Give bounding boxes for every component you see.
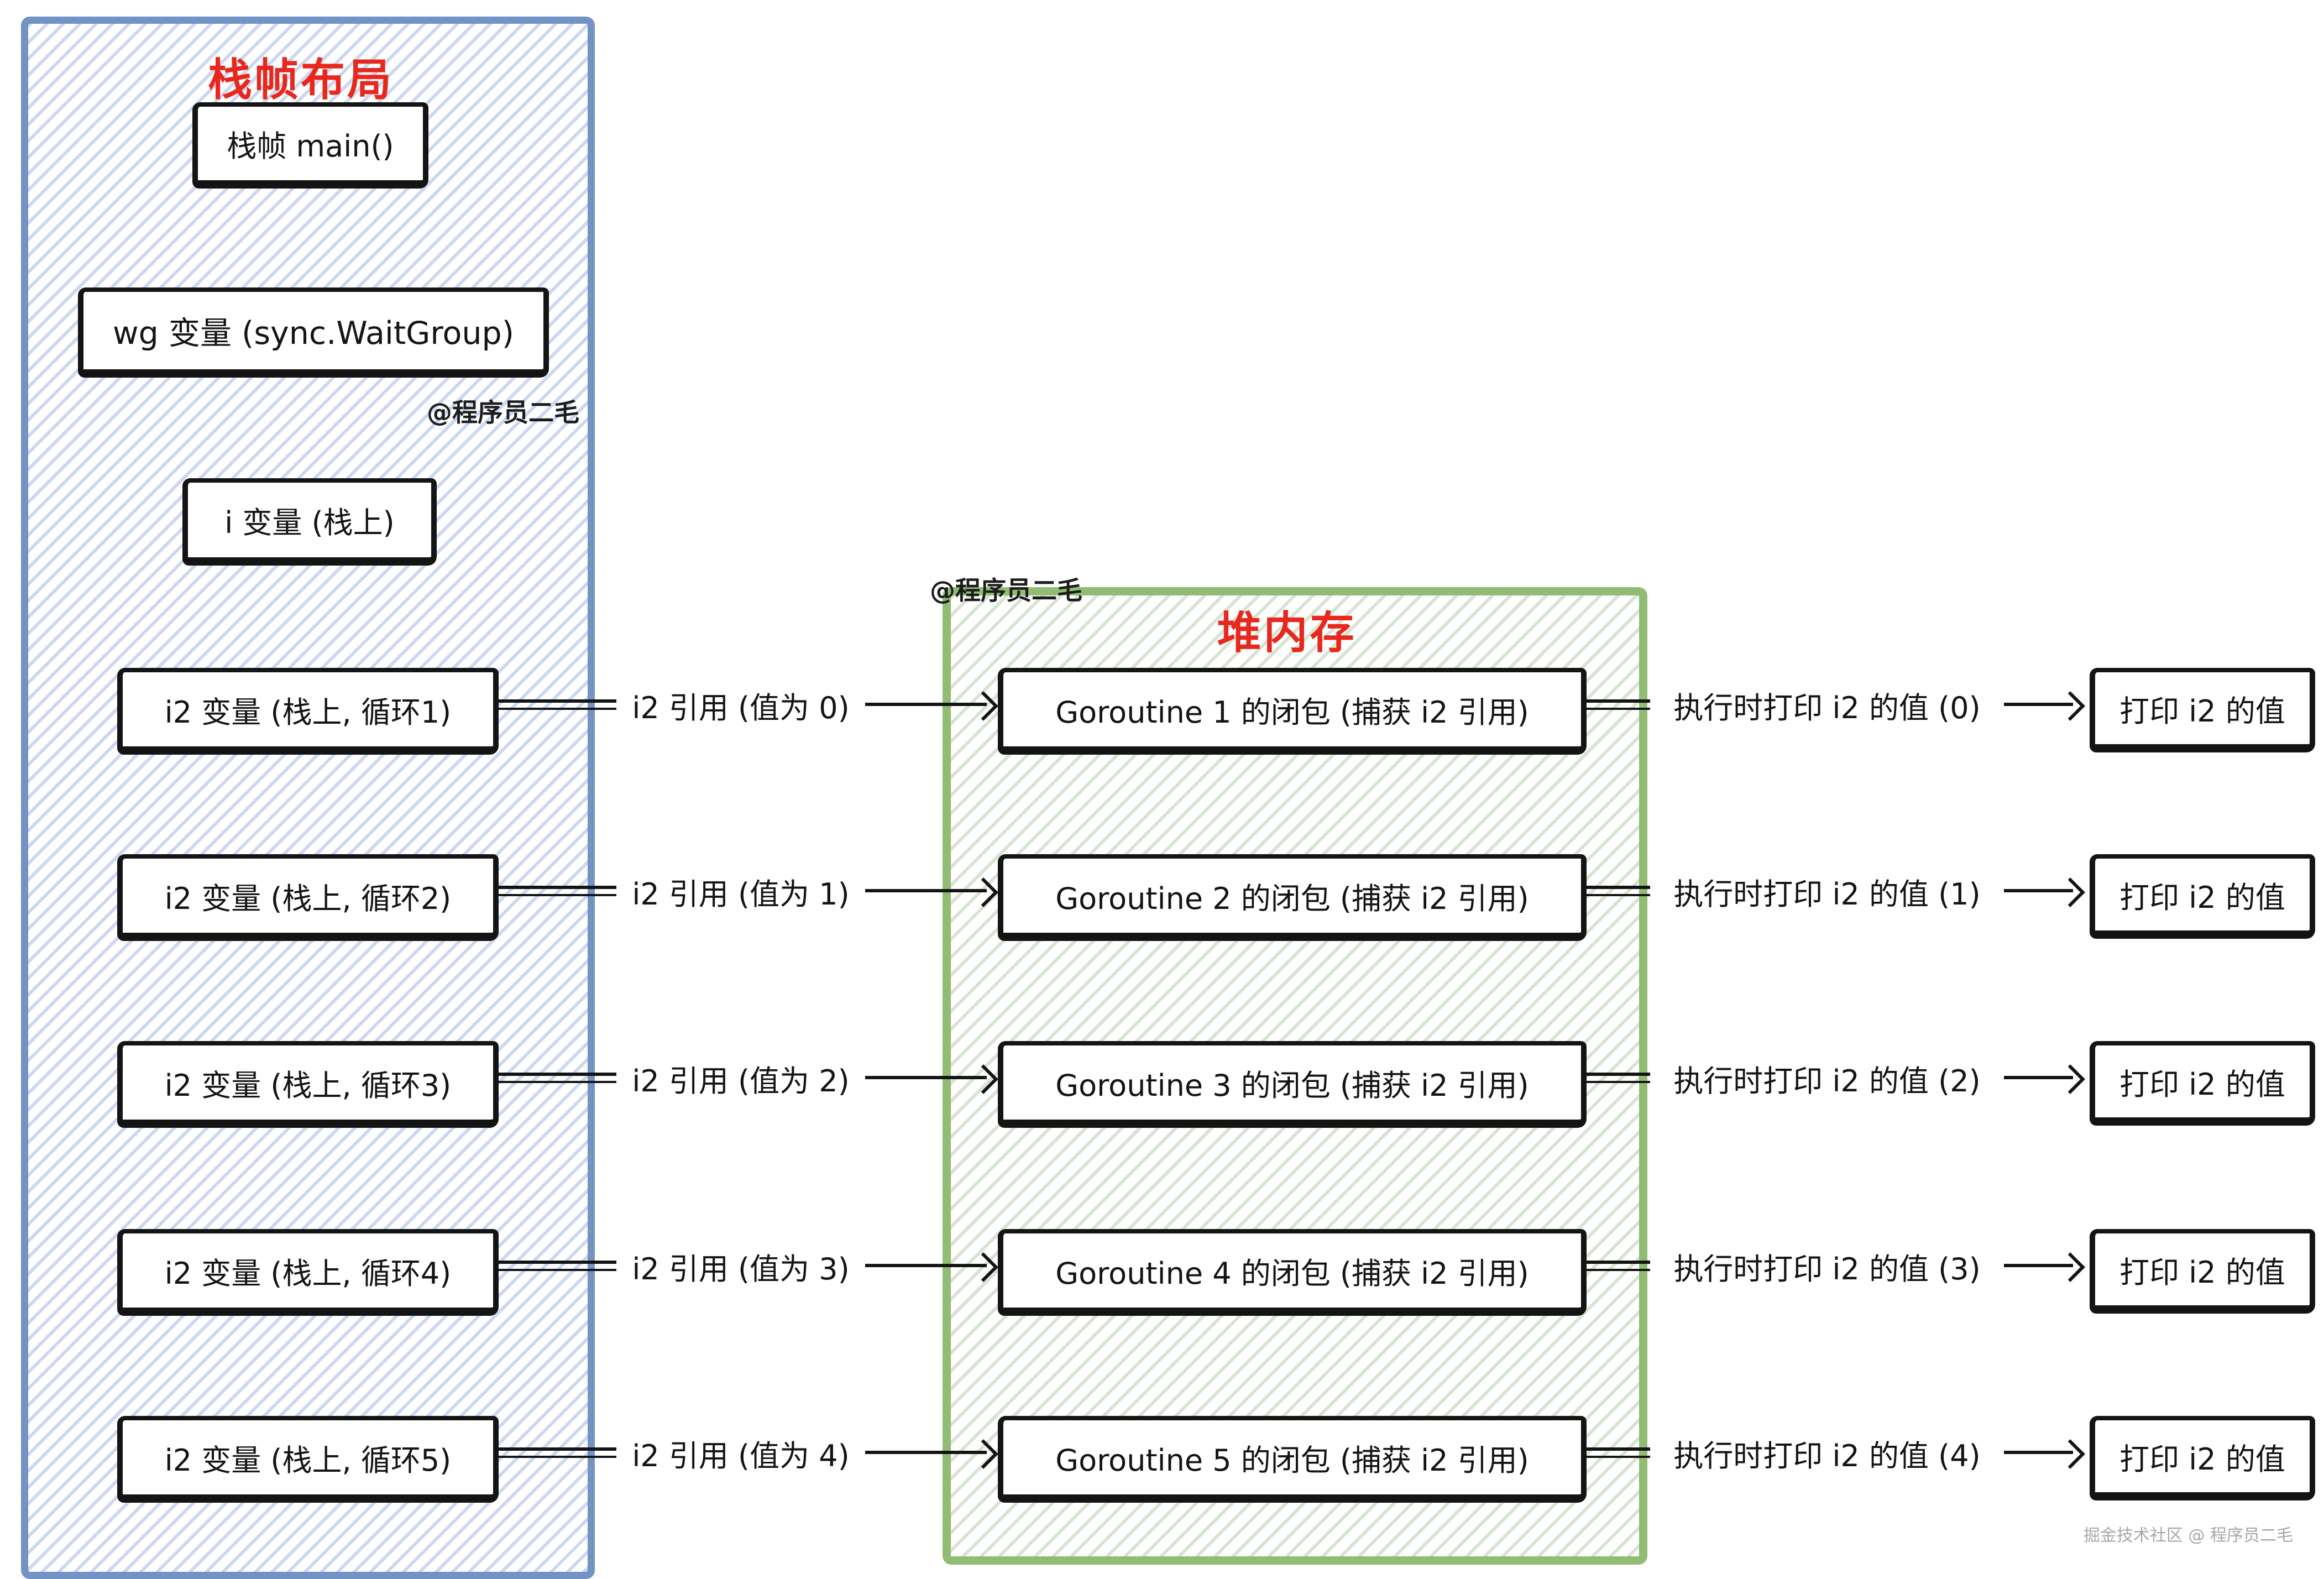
arrow-line xyxy=(489,1447,616,1458)
exec-arrow-label: 执行时打印 i2 的值 (0) xyxy=(1673,690,1981,725)
flow-row: i2 变量 (栈上, 循环1) i2 引用 (值为 0) Goroutine 1… xyxy=(0,668,2324,755)
arrow-line xyxy=(1577,1447,1650,1458)
arrowhead-icon xyxy=(969,1064,998,1094)
arrow-line xyxy=(865,703,987,706)
arrow-line xyxy=(2004,1451,2073,1454)
watermark-text: @程序员二毛 xyxy=(427,398,579,427)
footer-credit: 掘金技术社区 @ 程序员二毛 xyxy=(2083,1526,2293,1545)
exec-arrow-label: 执行时打印 i2 的值 (3) xyxy=(1673,1251,1981,1287)
arrowhead-icon xyxy=(2055,1252,2085,1282)
arrow-line xyxy=(1577,1073,1650,1083)
arrowhead-icon xyxy=(2055,691,2085,721)
ref-arrow-label: i2 引用 (值为 0) xyxy=(632,690,850,725)
arrow-line xyxy=(1577,1261,1650,1271)
goroutine-closure-box: Goroutine 3 的闭包 (捕获 i2 引用) xyxy=(998,1041,1587,1128)
goroutine-closure-box: Goroutine 5 的闭包 (捕获 i2 引用) xyxy=(998,1416,1587,1503)
goroutine-closure-box: Goroutine 2 的闭包 (捕获 i2 引用) xyxy=(998,854,1587,941)
flow-row: i2 变量 (栈上, 循环5) i2 引用 (值为 4) Goroutine 5… xyxy=(0,1416,2324,1503)
arrow-line xyxy=(2004,889,2073,892)
stack-i2-box: i2 变量 (栈上, 循环3) xyxy=(117,1041,499,1128)
arrowhead-icon xyxy=(2055,1439,2085,1469)
stack-i2-box: i2 变量 (栈上, 循环5) xyxy=(117,1416,499,1503)
flow-row: i2 变量 (栈上, 循环3) i2 引用 (值为 2) Goroutine 3… xyxy=(0,1041,2324,1128)
arrow-line xyxy=(2004,1264,2073,1267)
arrowhead-icon xyxy=(969,1252,998,1282)
watermark-text: @程序员二毛 xyxy=(930,576,1082,605)
goroutine-closure-box: Goroutine 1 的闭包 (捕获 i2 引用) xyxy=(998,668,1587,755)
print-box: 打印 i2 的值 xyxy=(2090,1416,2315,1500)
print-box: 打印 i2 的值 xyxy=(2090,668,2315,752)
flow-row: i2 变量 (栈上, 循环2) i2 引用 (值为 1) Goroutine 2… xyxy=(0,854,2324,941)
arrow-line xyxy=(2004,1076,2073,1079)
ref-arrow-label: i2 引用 (值为 4) xyxy=(632,1438,850,1473)
arrow-line xyxy=(489,1261,616,1271)
exec-arrow-label: 执行时打印 i2 的值 (1) xyxy=(1673,876,1981,912)
exec-arrow-label: 执行时打印 i2 的值 (2) xyxy=(1673,1063,1981,1099)
arrow-line xyxy=(489,886,616,896)
print-box: 打印 i2 的值 xyxy=(2090,854,2315,939)
arrow-line xyxy=(1577,886,1650,896)
arrow-line xyxy=(489,1073,616,1083)
arrow-line xyxy=(865,1451,987,1454)
stack-main-box: 栈帧 main() xyxy=(192,102,428,189)
arrow-line xyxy=(1577,699,1650,710)
print-box: 打印 i2 的值 xyxy=(2090,1229,2315,1314)
stack-i-box: i 变量 (栈上) xyxy=(182,478,437,566)
arrowhead-icon xyxy=(969,691,998,721)
arrowhead-icon xyxy=(969,877,998,907)
heap-panel-title: 堆内存 xyxy=(1217,607,1357,658)
stack-i2-box: i2 变量 (栈上, 循环4) xyxy=(117,1229,499,1316)
arrow-line xyxy=(865,889,987,892)
flow-row: i2 变量 (栈上, 循环4) i2 引用 (值为 3) Goroutine 4… xyxy=(0,1229,2324,1316)
arrowhead-icon xyxy=(2055,877,2085,907)
stack-i2-box: i2 变量 (栈上, 循环1) xyxy=(117,668,499,755)
arrowhead-icon xyxy=(2055,1064,2085,1094)
ref-arrow-label: i2 引用 (值为 3) xyxy=(632,1251,850,1287)
stack-wg-box: wg 变量 (sync.WaitGroup) xyxy=(78,287,549,378)
arrow-line xyxy=(865,1264,987,1267)
ref-arrow-label: i2 引用 (值为 1) xyxy=(632,876,850,912)
arrow-line xyxy=(2004,703,2073,706)
goroutine-closure-box: Goroutine 4 的闭包 (捕获 i2 引用) xyxy=(998,1229,1587,1316)
ref-arrow-label: i2 引用 (值为 2) xyxy=(632,1063,850,1099)
arrowhead-icon xyxy=(969,1439,998,1469)
arrow-line xyxy=(865,1076,987,1079)
stack-panel-title: 栈帧布局 xyxy=(208,54,394,106)
stack-i2-box: i2 变量 (栈上, 循环2) xyxy=(117,854,499,941)
print-box: 打印 i2 的值 xyxy=(2090,1041,2315,1126)
exec-arrow-label: 执行时打印 i2 的值 (4) xyxy=(1673,1438,1981,1473)
stack-frame-panel xyxy=(21,17,595,1579)
arrow-line xyxy=(489,699,616,710)
